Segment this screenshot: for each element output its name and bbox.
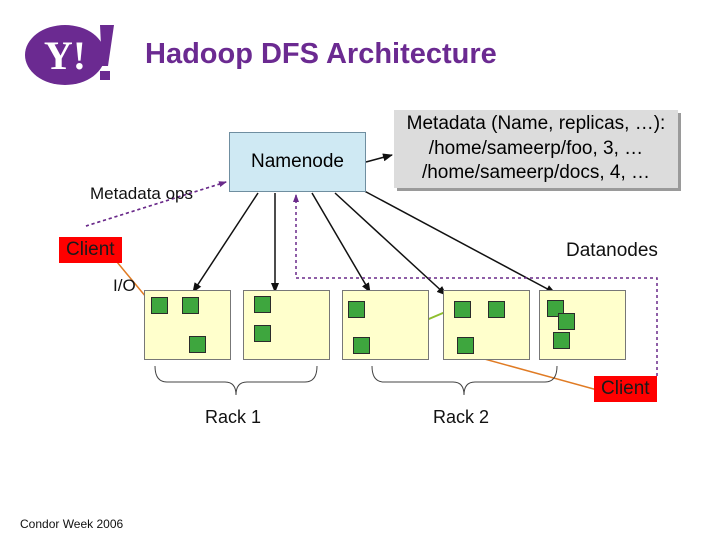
metadata-line-3: /home/sameerp/docs, 4, …: [421, 162, 651, 184]
datanodes-label: Datanodes: [566, 240, 658, 261]
namenode-to-rack-arrow: [192, 192, 259, 293]
block: [547, 300, 564, 317]
metadata-line-1: Metadata (Name, replicas, …):: [406, 112, 666, 134]
block: [151, 297, 168, 314]
page-title: Hadoop DFS Architecture: [145, 38, 497, 70]
namenode-to-rack-arrow: [334, 192, 447, 296]
datanode-box: [144, 290, 231, 360]
metadata-box: Metadata (Name, replicas, …): /home/same…: [394, 110, 678, 188]
rack2-brace: [371, 365, 558, 396]
block: [454, 301, 471, 318]
block: [553, 332, 570, 349]
metadata-ops-label: Metadata ops: [90, 184, 194, 203]
client-left: Client: [59, 237, 122, 263]
client-io-line: [469, 354, 602, 392]
block: [353, 337, 370, 354]
client-right: Client: [594, 376, 657, 402]
block: [558, 313, 575, 330]
rack1-brace: [154, 365, 318, 396]
namenode-to-rack-arrow: [354, 185, 556, 294]
block: [457, 337, 474, 354]
datanode-box: [443, 290, 530, 360]
logo-text: Y!: [44, 33, 86, 78]
client-metadata-ops-line: [293, 194, 658, 376]
rack1-label: Rack 1: [205, 407, 262, 427]
block: [488, 301, 505, 318]
block: [189, 336, 206, 353]
namenode-box: Namenode: [229, 132, 366, 192]
datanode-box: [539, 290, 626, 360]
yahoo-logo: Y!: [25, 25, 114, 85]
namenode-to-metadata-arrow: [365, 153, 393, 163]
datanode-box: [243, 290, 330, 360]
footer-text: Condor Week 2006: [20, 517, 124, 531]
namenode-to-rack-arrow: [311, 192, 371, 293]
block: [254, 325, 271, 342]
block: [254, 296, 271, 313]
block: [182, 297, 199, 314]
metadata-line-2: /home/sameerp/foo, 3, …: [428, 137, 644, 159]
datanode-box: [342, 290, 429, 360]
block: [348, 301, 365, 318]
io-label: I/O: [113, 276, 136, 295]
rack2-label: Rack 2: [433, 407, 490, 427]
